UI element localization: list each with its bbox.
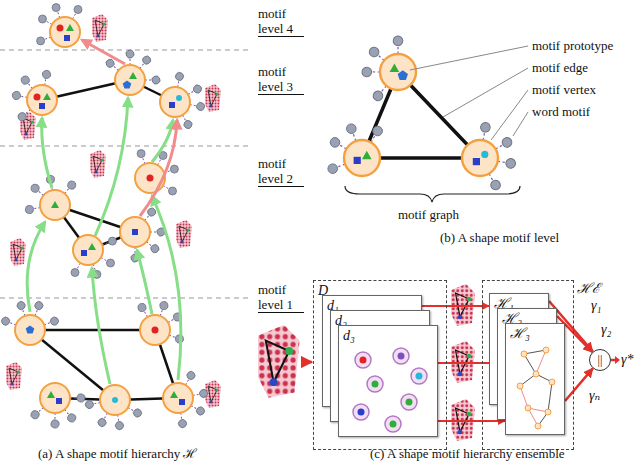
node-label: ℋℰ	[577, 281, 600, 297]
node-label: d₃	[339, 327, 359, 345]
hierarchy-card: ℋ₃	[505, 323, 565, 435]
brace-label: motif graph	[398, 207, 459, 222]
callout-label: motif edge	[532, 60, 588, 75]
weight-label: γ₁	[590, 298, 602, 313]
weight-label: γₙ	[588, 388, 601, 403]
callout-label: motif vertex	[532, 82, 596, 97]
level-label: motif level 3	[258, 64, 304, 95]
dataset-card: d₃	[338, 325, 438, 437]
dashed-group-box: Dd₁d₂d₃	[313, 280, 447, 450]
caption: (c) A shape motif hierarchy ensemble	[370, 446, 565, 461]
caption: (a) A shape motif hierarchy ℋ	[38, 446, 197, 461]
concat-circle: ||	[589, 349, 611, 371]
level-label: motif level 4	[258, 6, 304, 37]
flow-arrow	[430, 362, 497, 364]
weight-label: γ₂	[600, 322, 612, 337]
level-label: motif level 2	[258, 156, 304, 187]
flow-arrow	[422, 305, 489, 307]
caption: (b) A shape motif level	[440, 230, 559, 245]
node-label: ℋ₃	[506, 325, 534, 343]
level-label: motif level 1	[258, 282, 304, 313]
callout-label: word motif	[532, 104, 590, 119]
output-symbol: γ*	[621, 352, 634, 367]
callout-label: motif prototype	[532, 38, 613, 53]
flow-arrow	[438, 420, 505, 422]
dashed-group-box: ℋℰℋ₁ℋ₂ℋ₃	[482, 280, 574, 450]
operator-symbol: ||	[598, 352, 603, 368]
